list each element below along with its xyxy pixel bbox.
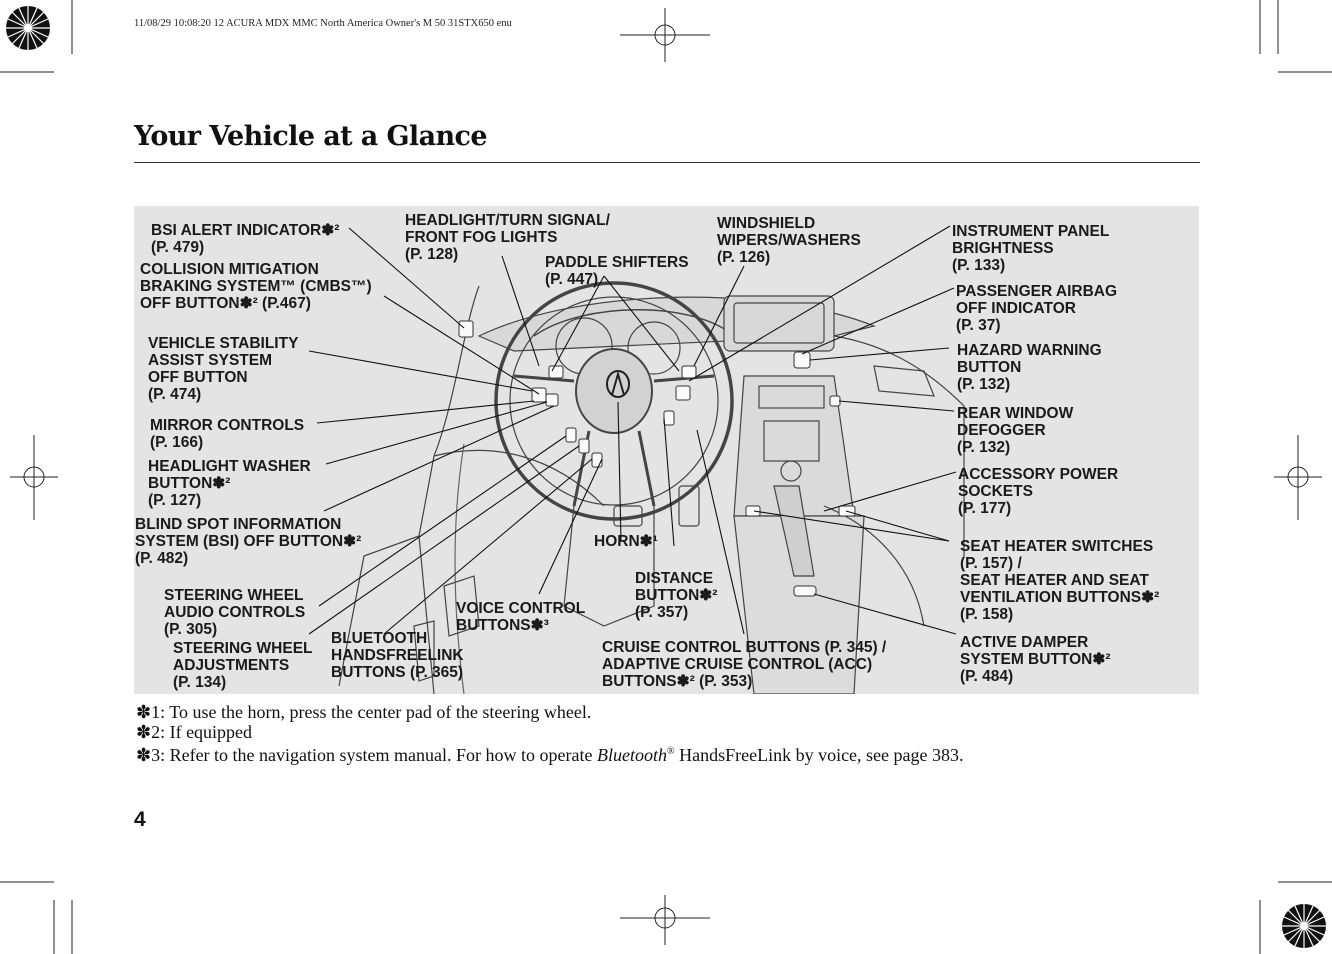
footnote-2: ✽2: If equipped: [136, 722, 253, 742]
footnote-1: ✽1: To use the horn, press the center pa…: [136, 702, 592, 722]
label-horn: HORN✽¹: [594, 533, 658, 550]
label-headlight-turn-signal: HEADLIGHT/TURN SIGNAL/FRONT FOG LIGHTS(P…: [405, 212, 610, 263]
print-meta: 11/08/29 10:08:20 12 ACURA MDX MMC North…: [134, 18, 512, 29]
title-divider: [134, 162, 1200, 163]
dashboard-illustration: [308, 225, 965, 694]
registration-starburst-icon: [6, 6, 50, 50]
label-paddle-shifters: PADDLE SHIFTERS(P. 447): [545, 254, 689, 288]
label-mirror-controls: MIRROR CONTROLS(P. 166): [150, 417, 305, 451]
page-number: 4: [134, 808, 146, 831]
label-bsi-alert-indicator: BSI ALERT INDICATOR✽²(P. 479): [151, 222, 340, 256]
acura-logo-icon: [606, 370, 630, 398]
page-title: Your Vehicle at a Glance: [134, 121, 488, 152]
registration-starburst-icon: [1282, 904, 1326, 948]
dashboard-figure: BSI ALERT INDICATOR✽²(P. 479) COLLISION …: [134, 206, 1199, 694]
label-cruise-control-buttons: CRUISE CONTROL BUTTONS (P. 345) /ADAPTIV…: [602, 639, 887, 690]
footnote-3: ✽3: Refer to the navigation system manua…: [136, 745, 964, 765]
footnotes: ✽1: To use the horn, press the center pa…: [136, 702, 964, 765]
label-seat-heater-switches: SEAT HEATER SWITCHES(P. 157) /SEAT HEATE…: [960, 538, 1160, 623]
